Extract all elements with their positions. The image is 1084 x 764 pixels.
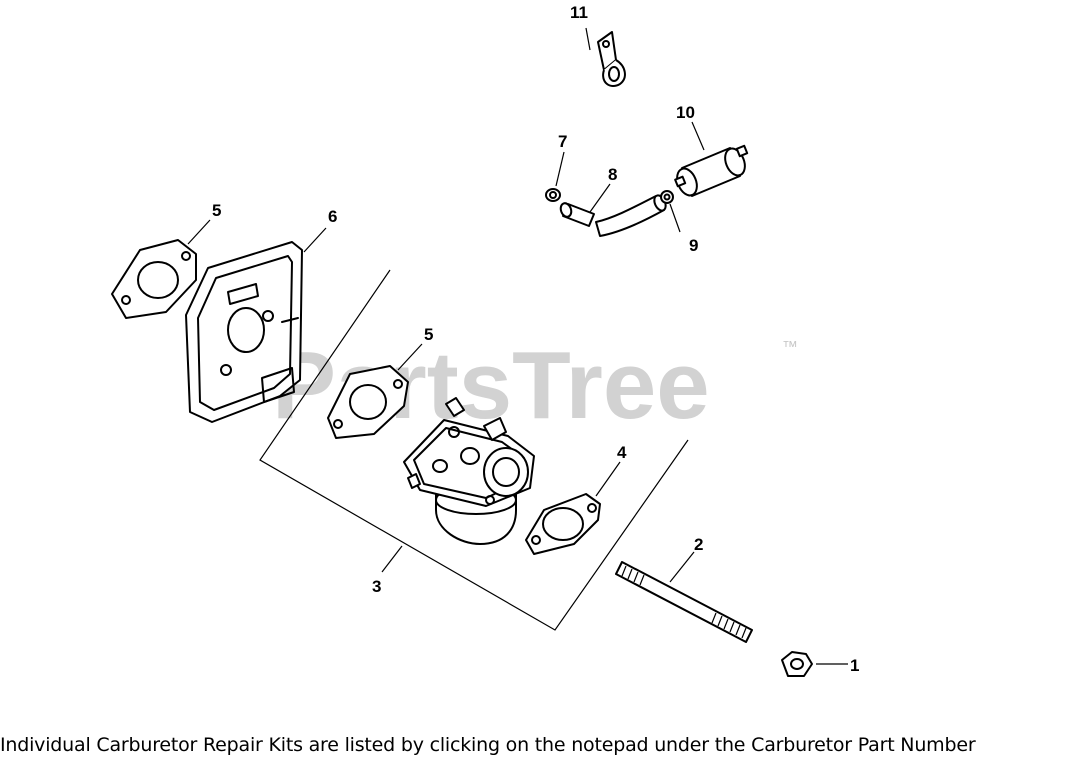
- part-6-air-cleaner-base[interactable]: [185, 241, 303, 423]
- callout-7: 7: [558, 132, 567, 151]
- part-3-carburetor[interactable]: [403, 397, 535, 545]
- callout-8: 8: [608, 165, 617, 184]
- part-8-fuel-line[interactable]: [559, 194, 668, 237]
- callout-9: 9: [689, 236, 698, 255]
- callout-10: 10: [676, 103, 695, 122]
- part-7-clamp[interactable]: [545, 188, 561, 202]
- callout-5-upper: 5: [212, 201, 221, 220]
- watermark-trademark: ™: [782, 339, 798, 356]
- callout-5-middle: 5: [424, 325, 433, 344]
- repair-kit-caption: Individual Carburetor Repair Kits are li…: [0, 734, 976, 756]
- part-4-gasket[interactable]: [525, 493, 601, 555]
- carburetor-exploded-diagram: PartsTree ™: [111, 3, 859, 677]
- callout-6: 6: [328, 207, 337, 226]
- callout-11: 11: [570, 3, 588, 22]
- part-5-gasket-upper[interactable]: [111, 239, 197, 319]
- part-10-fuel-filter[interactable]: [673, 144, 749, 199]
- part-9-clamp[interactable]: [660, 190, 674, 204]
- part-1-nut[interactable]: [781, 651, 813, 677]
- callout-4: 4: [617, 443, 627, 462]
- leader-lines: [187, 27, 848, 665]
- part-11-clip[interactable]: [597, 31, 626, 88]
- part-5-gasket-middle[interactable]: [327, 365, 409, 439]
- callout-2: 2: [694, 535, 703, 554]
- callout-3: 3: [372, 577, 381, 596]
- callout-1: 1: [850, 656, 859, 675]
- part-2-stud[interactable]: [615, 561, 753, 643]
- carburetor-assembly-bracket: [259, 269, 689, 631]
